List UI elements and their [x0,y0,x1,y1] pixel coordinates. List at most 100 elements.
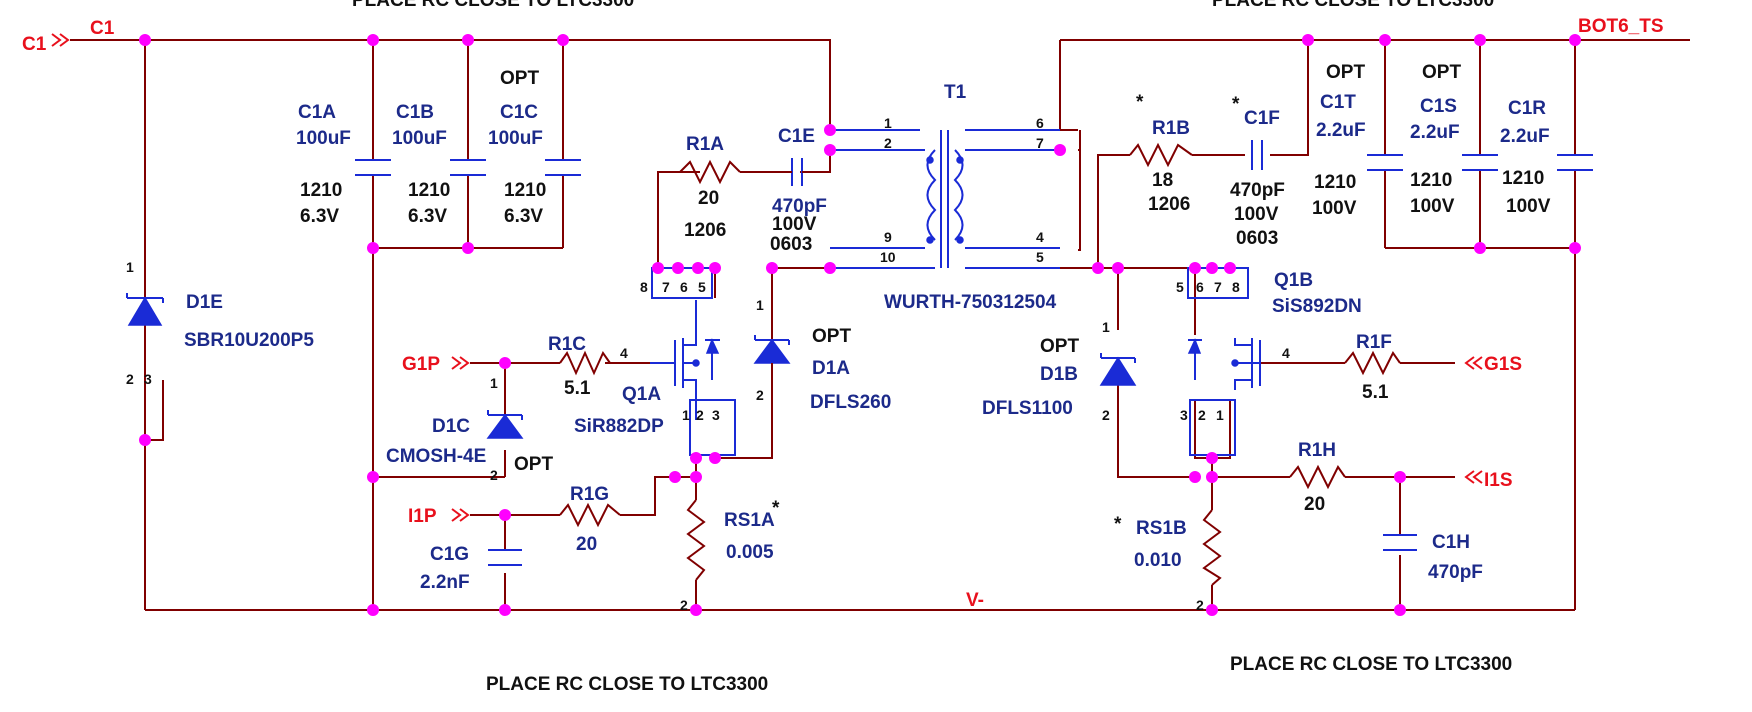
d1a-ref: D1A [812,358,850,379]
c1c-ref: C1C [500,102,538,123]
diode-d1a [753,268,791,458]
c1t-value: 2.2uF [1316,120,1366,141]
r1b-star: * [1136,92,1144,113]
q1a-pin-3: 3 [712,407,720,423]
r1f-ref: R1F [1356,332,1392,353]
rs1b-ref: RS1B [1136,518,1187,539]
r1g-ref: R1G [570,484,609,505]
d1c-part: CMOSH-4E [386,446,486,467]
r1h-value: 20 [1304,494,1325,515]
r1f-value: 5.1 [1362,382,1389,403]
c1t-pkg: 1210 [1314,172,1356,193]
t1-pin-5: 5 [1036,249,1044,265]
d1b-ref: D1B [1040,364,1078,385]
t1-pin-6: 6 [1036,115,1044,131]
d1a-part: DFLS260 [810,392,891,413]
net-g1p: G1P [402,354,440,375]
q1b-pin-2: 2 [1198,407,1206,423]
c1f-value: 470pF [1230,180,1285,201]
rs1a-ref: RS1A [724,510,775,531]
r1c-ref: R1C [548,334,586,355]
r1c-value: 5.1 [564,378,591,399]
mosfet-q1b [1187,267,1261,456]
resistor-r1b [1129,142,1193,168]
d1b-part: DFLS1100 [982,398,1073,419]
c1b-value: 100uF [392,128,447,149]
q1a-pin-4: 4 [620,345,628,361]
resistor-r1a [679,159,741,185]
c1t-ref: C1T [1320,92,1356,113]
capacitor-c1h [1383,534,1417,551]
note-bottom-right: PLACE RC CLOSE TO LTC3300 [1230,654,1512,675]
transformer-t1 [830,129,1060,269]
q1b-pin-7: 7 [1214,279,1222,295]
net-v-minus: V- [966,590,984,611]
rs1a-value: 0.005 [726,542,774,563]
q1a-ref: Q1A [622,384,661,405]
net-i1p: I1P [408,506,437,527]
c1a-ref: C1A [298,102,336,123]
c1f-star: * [1232,94,1240,115]
c1r-pkg: 1210 [1502,168,1544,189]
q1b-pin-1: 1 [1216,407,1224,423]
d1b-opt: OPT [1040,336,1079,357]
resistor-r1h [1289,464,1346,490]
c1g-ref: C1G [430,544,469,565]
c1r-rating: 100V [1506,196,1551,217]
d1e-pin-1: 1 [126,259,134,275]
c1f-rating: 100V [1234,204,1279,225]
c1t-rating: 100V [1312,198,1357,219]
c1c-value: 100uF [488,128,543,149]
c1c-rating: 6.3V [504,206,543,227]
d1c-pin-1: 1 [490,375,498,391]
c1s-pkg: 1210 [1410,170,1452,191]
d1e-pin-2: 2 [126,371,134,387]
c1b-pkg: 1210 [408,180,450,201]
port-arrows [51,33,1483,522]
d1c-ref: D1C [432,416,470,437]
c1f-pkg: 0603 [1236,228,1278,249]
c1a-pkg: 1210 [300,180,342,201]
rs1b-star: * [1114,514,1122,535]
q1b-pin-3: 3 [1180,407,1188,423]
r1a-value: 20 [698,188,719,209]
d1e-part: SBR10U200P5 [184,330,314,351]
resistor-r1f [1344,350,1401,376]
capacitor-c1a [355,159,391,176]
d1e-pin-3: 3 [144,371,152,387]
t1-pin-4: 4 [1036,229,1044,245]
c1f-ref: C1F [1244,108,1280,129]
capacitor-c1g [488,549,522,566]
r1b-pkg: 1206 [1148,194,1190,215]
net-i1s: I1S [1484,470,1513,491]
q1a-pin-1: 1 [682,407,690,423]
c1s-rating: 100V [1410,196,1455,217]
c1g-value: 2.2nF [420,572,470,593]
t1-pin-9: 9 [884,229,892,245]
rs1b-pin-2: 2 [1196,597,1204,613]
t1-pin-7: 7 [1036,135,1044,151]
r1a-ref: R1A [686,134,724,155]
q1b-pin-8: 8 [1232,279,1240,295]
r1b-value: 18 [1152,170,1173,191]
c1s-opt: OPT [1422,62,1461,83]
diode-d1e [126,270,164,441]
c1t-opt: OPT [1326,62,1365,83]
capacitor-c1b [450,159,486,176]
capacitor-c1c [545,159,581,176]
q1b-pin-6: 6 [1196,279,1204,295]
junction-dots [139,34,1581,616]
note-bottom-left: PLACE RC CLOSE TO LTC3300 [486,674,768,695]
r1b-ref: R1B [1152,118,1190,139]
resistor-r1c [559,350,611,376]
d1e-ref: D1E [186,292,223,313]
c1b-rating: 6.3V [408,206,447,227]
net-c1-label: C1 [90,18,115,39]
t1-part: WURTH-750312504 [884,292,1057,313]
c1b-ref: C1B [396,102,434,123]
capacitor-c1s [1462,154,1498,171]
t1-pin-1: 1 [884,115,892,131]
c1c-opt: OPT [500,68,539,89]
c1a-value: 100uF [296,128,351,149]
